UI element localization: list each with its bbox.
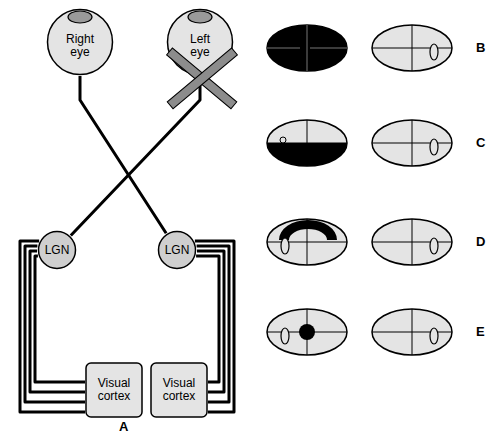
field-axis — [372, 332, 452, 333]
node-text-box: LGN — [37, 230, 77, 270]
field-axis — [372, 48, 452, 49]
outline-circle — [159, 232, 196, 269]
nerve-fiber — [25, 246, 85, 402]
node-label: Right eye — [60, 25, 100, 59]
field-axis — [307, 120, 308, 143]
panel-letter: B — [476, 40, 485, 55]
field-axis — [267, 242, 347, 243]
nerve-fiber — [71, 76, 200, 236]
field-axis — [267, 143, 347, 144]
blind-spot — [430, 139, 438, 155]
outline-rect — [86, 363, 142, 417]
node-label: LGN — [45, 244, 70, 257]
node-text-box: LGN — [157, 230, 197, 270]
field-oval — [372, 120, 452, 166]
panel-letter: D — [476, 234, 485, 249]
field-oval — [267, 219, 347, 265]
visual-field-left — [267, 25, 347, 71]
cornea — [188, 11, 212, 23]
panel-letter: C — [476, 135, 485, 150]
connector-group — [20, 76, 234, 412]
nerve-pathway — [71, 76, 200, 236]
visual-field-right — [372, 219, 452, 265]
node-label: LGN — [165, 244, 190, 257]
field-axis — [412, 219, 413, 265]
cornea — [68, 11, 92, 23]
visual-field-left — [266, 120, 348, 167]
central-scotoma — [299, 324, 315, 340]
field-axis — [307, 219, 308, 265]
visual-field-right — [372, 25, 452, 71]
node-text-box: Visual cortex — [150, 362, 208, 418]
node-text-box: Left eye — [166, 8, 234, 76]
node-label: Left eye — [180, 25, 220, 59]
eye-globe: Left eye — [166, 8, 234, 76]
field-axis — [412, 25, 413, 71]
field-axis — [267, 332, 347, 333]
outline-rect — [151, 363, 207, 417]
outline-circle — [168, 10, 233, 75]
field-axis — [412, 309, 413, 355]
panel-letter: A — [119, 419, 128, 434]
visual-field-left — [267, 309, 347, 355]
cortex-box: Visual cortex — [85, 362, 143, 418]
visual-field-right — [372, 120, 452, 166]
arcuate-defect — [279, 220, 337, 240]
outline-circle — [48, 10, 113, 75]
nucleus-circle: LGN — [37, 230, 77, 270]
node-label: Visual cortex — [89, 377, 139, 403]
nucleus-circle: LGN — [157, 230, 197, 270]
node-label: Visual cortex — [154, 377, 204, 403]
blind-spot — [430, 328, 438, 344]
nerve-fiber — [80, 76, 166, 233]
field-axis — [267, 48, 300, 49]
blind-spot — [430, 238, 438, 254]
panel-letter: E — [476, 324, 485, 339]
field-axis — [372, 242, 452, 243]
visual-field-right — [372, 309, 452, 355]
field-axis — [307, 25, 308, 71]
cortex-box: Visual cortex — [150, 362, 208, 418]
node-text-box: Visual cortex — [85, 362, 143, 418]
nerve-fiber — [30, 251, 85, 392]
eye-globe: Right eye — [46, 8, 114, 76]
field-axis — [372, 143, 452, 144]
visual-field-left — [267, 219, 347, 265]
field-oval — [372, 219, 452, 265]
field-oval — [372, 309, 452, 355]
node-text-box: Right eye — [46, 8, 114, 76]
field-oval — [267, 120, 347, 166]
field-axis — [307, 309, 308, 355]
field-outline — [267, 120, 347, 166]
blind-spot — [281, 238, 289, 254]
blind-spot — [281, 328, 289, 344]
field-oval — [267, 309, 347, 355]
field-oval — [267, 25, 347, 71]
nerve-fiber — [35, 256, 85, 382]
field-oval — [372, 25, 452, 71]
outline-circle — [39, 232, 76, 269]
field-defect — [266, 143, 348, 167]
nerve-pathway — [80, 76, 166, 233]
field-axis — [310, 48, 347, 49]
field-axis — [412, 120, 413, 166]
blind-spot — [280, 137, 286, 143]
blind-spot — [430, 44, 438, 60]
